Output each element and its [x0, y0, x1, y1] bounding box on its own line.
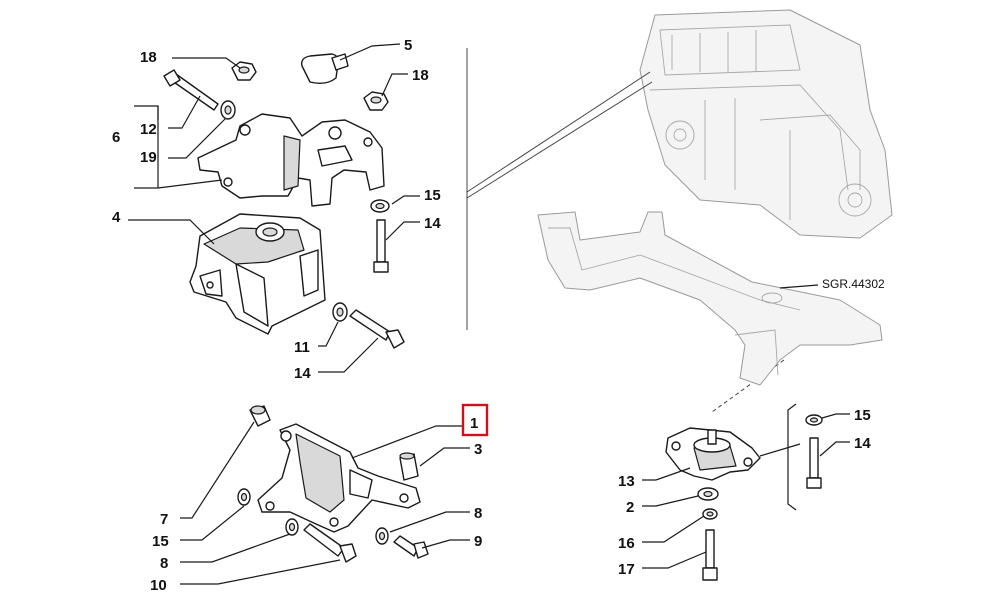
callout-15-upper: 15	[424, 187, 441, 204]
bushing-3	[399, 452, 419, 481]
callout-4: 4	[112, 209, 121, 226]
washer-11	[332, 302, 348, 322]
mount-13-link	[759, 443, 801, 457]
callout-8-right: 8	[474, 505, 482, 522]
callout-7: 7	[160, 511, 168, 528]
callout-18-top: 18	[140, 49, 157, 66]
callout-15-right: 15	[854, 407, 871, 424]
callout-6: 6	[112, 129, 120, 146]
bolt-14b	[349, 309, 405, 349]
callout-19: 19	[140, 149, 157, 166]
callout-2: 2	[626, 499, 634, 516]
bolt-9	[393, 535, 429, 559]
callout-10: 10	[150, 577, 167, 594]
highlight-box-part-1	[461, 403, 489, 437]
callout-1: 1	[470, 415, 478, 432]
washer-19	[220, 100, 236, 120]
callout-12: 12	[140, 121, 157, 138]
washer-15a	[370, 199, 390, 213]
reference-code-label: SGR.44302	[822, 277, 885, 291]
washer-15b	[237, 488, 251, 506]
bolt-14c	[806, 437, 822, 489]
leader-lines	[128, 43, 850, 585]
callout-8-left: 8	[160, 555, 168, 572]
nut-18-right	[363, 91, 389, 111]
callout-16: 16	[618, 535, 635, 552]
reference-leader	[779, 284, 819, 289]
washer-8b	[375, 527, 389, 545]
washer-2	[697, 487, 719, 501]
subframe-crossmember	[537, 211, 883, 386]
callout-14-upper: 14	[424, 215, 441, 232]
callout-11: 11	[294, 339, 310, 356]
callout-17: 17	[618, 561, 635, 578]
bolt-17	[702, 529, 718, 581]
bolt-group-bracket	[787, 403, 797, 511]
washer-15c	[805, 414, 823, 426]
mount-13	[665, 427, 761, 481]
callout-15-lower: 15	[152, 533, 169, 550]
callout-labels: 18 5 18 6 12 19 15 14 4 11 14 1 3 7 15 8…	[112, 37, 871, 594]
spacer-7	[249, 405, 271, 427]
washer-8a	[285, 518, 299, 536]
bolt-12	[163, 69, 219, 111]
engine-ghost	[639, 9, 893, 239]
bracket-6	[197, 113, 385, 207]
callout-18-right: 18	[412, 67, 429, 84]
bolt-10	[303, 523, 357, 563]
bracket-1	[257, 423, 421, 533]
bolt-14a	[373, 219, 389, 273]
callout-14-right: 14	[854, 435, 871, 452]
callout-9: 9	[474, 533, 482, 550]
bump-stop-5	[300, 53, 349, 85]
callout-14-middle: 14	[294, 365, 311, 382]
callout-5: 5	[404, 37, 412, 54]
callout-3: 3	[474, 441, 482, 458]
engine-mount-4	[189, 213, 326, 335]
washer-16	[702, 508, 718, 520]
callout-13: 13	[618, 473, 635, 490]
